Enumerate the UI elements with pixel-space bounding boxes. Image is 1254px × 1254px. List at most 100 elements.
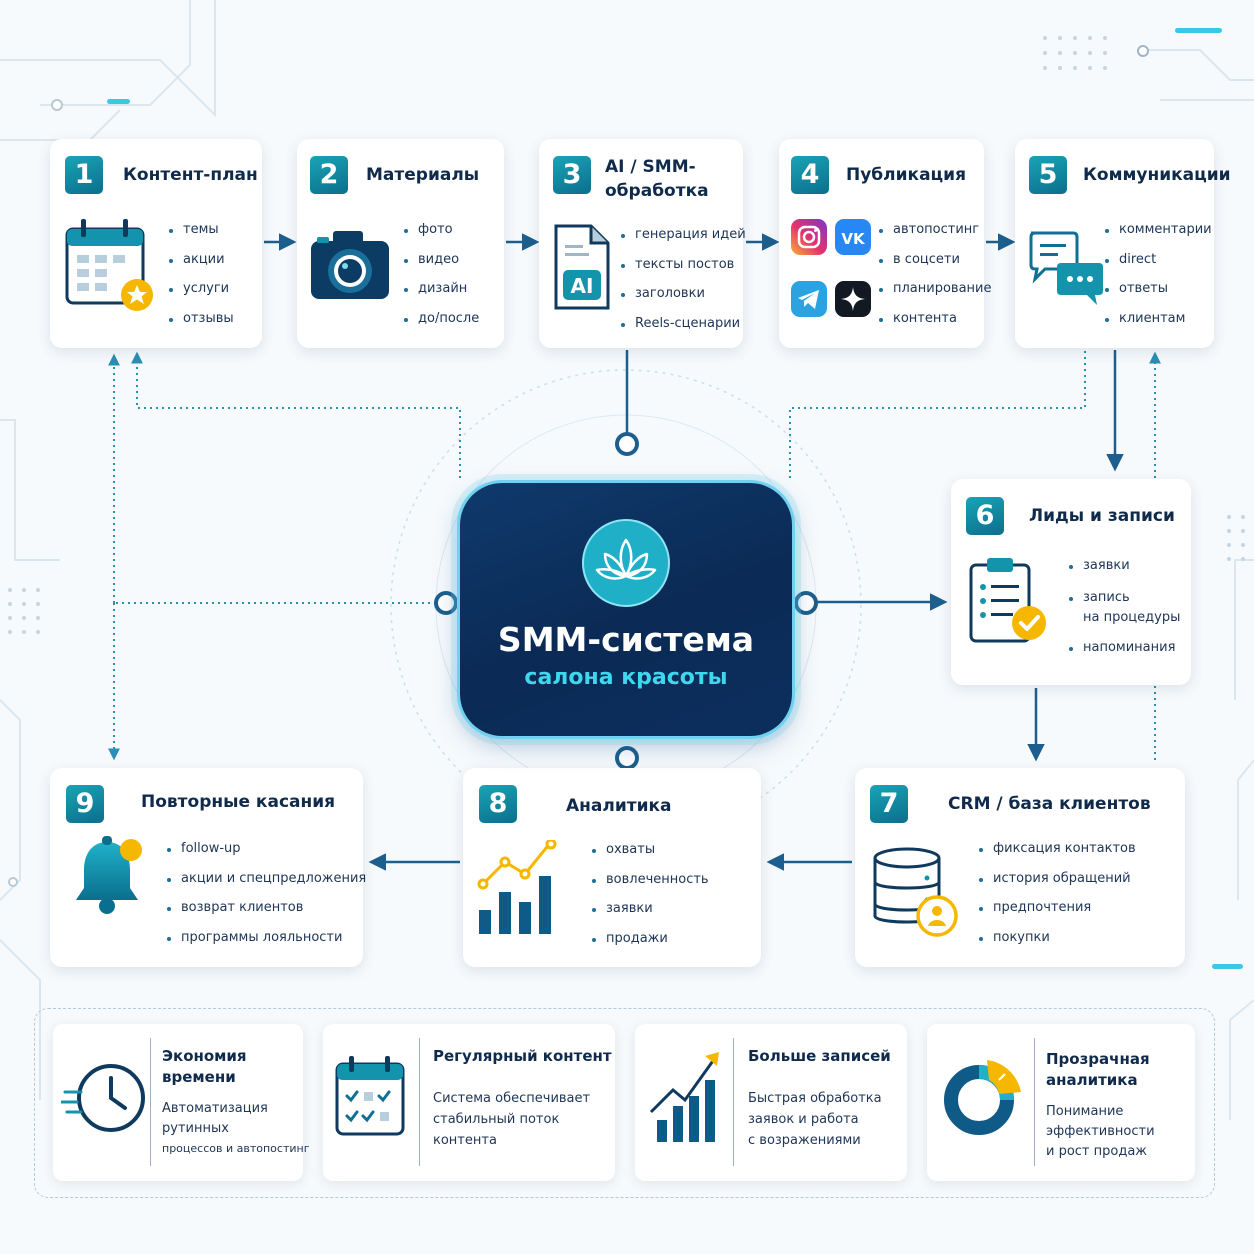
ai-label: AI: [571, 274, 594, 298]
benefit-text-line-2: рутинных: [162, 1121, 229, 1136]
list-item: продажи: [590, 930, 709, 960]
step-card-crm[interactable]: 7 CRM / база клиентов фиксация контактов…: [855, 768, 1185, 967]
benefit-text-line-2: заявок и работа: [748, 1112, 859, 1127]
list-item: клиентам: [1103, 310, 1212, 340]
list-item: напоминания: [1083, 640, 1176, 655]
benefits-panel: [34, 1008, 1215, 1198]
benefit-title-line-1: Прозрачная: [1046, 1050, 1150, 1068]
center-title: SMM-система: [497, 620, 755, 659]
list-item: акции и спецпредложения: [165, 870, 366, 900]
clock-speed-icon: [61, 1064, 145, 1132]
list-item: до/после: [402, 310, 479, 340]
benefit-card-regular-content[interactable]: Регулярный контент Система обеспечивает …: [323, 1024, 615, 1181]
instagram-icon: [791, 219, 827, 255]
benefit-separator: [150, 1038, 151, 1166]
list-item: Reels-сценарии: [619, 315, 746, 345]
step-number: 1: [65, 156, 103, 194]
benefit-card-more-bookings[interactable]: Больше записей Быстрая обработка заявок …: [635, 1024, 907, 1181]
benefit-separator: [733, 1038, 734, 1166]
step-title: Материалы: [366, 165, 480, 185]
ai-document-icon: AI: [554, 224, 610, 310]
benefit-text-line-3: процессов и автопостинг: [162, 1142, 310, 1155]
step-number: 5: [1029, 156, 1067, 194]
step-items: автопостинг в соцсети планирование конте…: [877, 221, 992, 339]
chat-bubbles-icon: [1029, 231, 1103, 305]
donut-chart-icon: [944, 1060, 1021, 1135]
list-item: запись: [1083, 590, 1130, 605]
list-item: программы лояльности: [165, 929, 366, 959]
step-card-repeat-touches[interactable]: 9 Повторные касания follow-up акции и сп…: [50, 768, 366, 967]
step-items: темы акции услуги отзывы: [167, 221, 234, 339]
list-item: контента: [877, 310, 992, 340]
benefit-text-line-1: Автоматизация: [162, 1101, 268, 1116]
camera-icon: [311, 231, 389, 299]
list-item: видео: [402, 251, 479, 281]
step-title: CRM / база клиентов: [948, 794, 1151, 814]
benefit-text-line-3: с возражениями: [748, 1133, 861, 1148]
list-item: фото: [402, 221, 479, 251]
step-card-materials[interactable]: 2 Материалы фото видео дизайн до/после: [297, 139, 504, 348]
bar-chart-trend-icon: [477, 840, 557, 934]
calendar-star-icon: [65, 219, 153, 311]
step-card-ai-smm[interactable]: 3 AI / SMM- обработка AI генерация идей …: [539, 139, 746, 348]
benefit-text-line-1: Система обеспечивает: [433, 1091, 591, 1106]
growth-chart-icon: [649, 1052, 719, 1142]
center-hub[interactable]: SMM-система салона красоты: [460, 483, 792, 736]
step-title-line-2: обработка: [605, 181, 709, 201]
step-title: Лиды и записи: [1029, 506, 1175, 526]
list-item: фиксация контактов: [977, 840, 1136, 870]
step-card-analytics[interactable]: 8 Аналитика охваты вовлеченность заявки …: [463, 768, 761, 967]
list-item: дизайн: [402, 280, 479, 310]
list-item: заявки: [1083, 558, 1130, 573]
benefit-card-time[interactable]: Экономия времени Автоматизация рутинных …: [53, 1024, 309, 1181]
step-title: Публикация: [846, 165, 966, 185]
step-items: охваты вовлеченность заявки продажи: [590, 841, 709, 959]
benefit-separator: [1034, 1038, 1035, 1166]
list-item: услуги: [167, 280, 234, 310]
benefit-separator: [419, 1038, 420, 1166]
step-number: 3: [553, 156, 591, 194]
list-item: покупки: [977, 929, 1136, 959]
list-item: ответы: [1103, 280, 1212, 310]
step-title: Аналитика: [566, 796, 672, 816]
list-item: охваты: [590, 841, 709, 871]
list-item: тексты постов: [619, 256, 746, 286]
benefit-title-line-2: времени: [162, 1068, 236, 1086]
step-title: Коммуникации: [1083, 165, 1231, 185]
benefit-title-line-1: Экономия: [162, 1047, 247, 1065]
step-items: фото видео дизайн до/после: [402, 221, 479, 339]
list-item: direct: [1103, 251, 1212, 281]
list-item: follow-up: [165, 840, 366, 870]
benefit-title: Больше записей: [748, 1047, 891, 1065]
center-subtitle: салона красоты: [524, 665, 728, 690]
list-item: темы: [167, 221, 234, 251]
step-items: фиксация контактов история обращений пре…: [977, 840, 1136, 958]
step-title-line-1: AI / SMM-: [605, 157, 696, 177]
sparkle-icon: [835, 281, 871, 317]
list-item: акции: [167, 251, 234, 281]
bell-notification-icon: [76, 836, 142, 914]
svg-text:VK: VK: [841, 230, 866, 248]
benefit-title-line-2: аналитика: [1046, 1071, 1138, 1089]
benefit-text-line-3: и рост продаж: [1046, 1144, 1148, 1159]
step-items: генерация идей тексты постов заголовки R…: [619, 226, 746, 344]
step-title: Повторные касания: [141, 792, 336, 812]
step-card-publication[interactable]: 4 Публикация VK автопостинг в соцсети пл…: [779, 139, 992, 348]
step-number: 4: [791, 156, 829, 194]
list-item: заголовки: [619, 285, 746, 315]
telegram-icon: [791, 281, 827, 317]
list-item: планирование: [877, 280, 992, 310]
step-card-leads[interactable]: 6 Лиды и записи заявки запись на процеду…: [951, 479, 1191, 685]
list-item: генерация идей: [619, 226, 746, 256]
benefit-text-line-3: контента: [433, 1133, 497, 1148]
benefit-text-line-2: стабильный поток: [433, 1112, 560, 1127]
clipboard-check-icon: [969, 558, 1046, 643]
benefit-card-transparent-analytics[interactable]: Прозрачная аналитика Понимание эффективн…: [927, 1024, 1195, 1181]
step-card-content-plan[interactable]: 1 Контент-план темы акции услуги отзывы: [50, 139, 262, 348]
calendar-check-icon: [335, 1056, 405, 1136]
step-card-communications[interactable]: 5 Коммуникации комментарии direct ответы…: [1015, 139, 1231, 348]
database-user-icon: [873, 847, 958, 937]
list-item: заявки: [590, 900, 709, 930]
list-item: отзывы: [167, 310, 234, 340]
